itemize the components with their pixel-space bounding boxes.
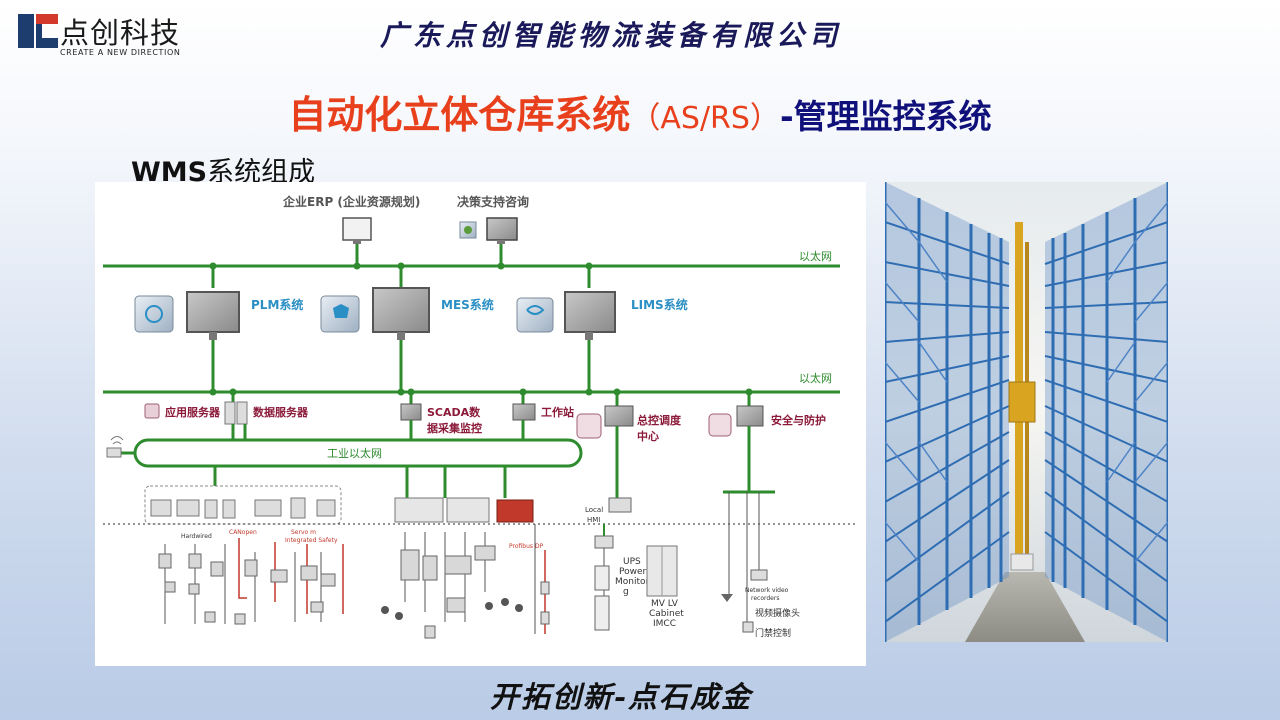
stacker-crane	[1008, 222, 1036, 571]
machine-controllers-box	[144, 485, 342, 525]
ups-label-4: g	[623, 587, 629, 597]
architecture-svg: 企业ERP (企业资源规划) 决策支持咨询 以太网 PLM系统	[103, 194, 855, 639]
field-wiring	[164, 524, 536, 634]
mes-label: MES系统	[441, 297, 494, 312]
warehouse-aisle-illustration	[883, 182, 1170, 642]
profibus-segment: Profibus DP	[509, 543, 550, 634]
aisle-floor	[965, 572, 1085, 642]
logo-mark-icon	[18, 14, 58, 48]
wireless-ap-icon	[106, 436, 124, 458]
company-logo: 点创科技 CREATE A NEW DIRECTION	[18, 10, 208, 60]
ethernet-label-middle: 以太网	[799, 372, 832, 385]
plm-cube-icon	[134, 295, 174, 333]
workstation-node: 工作站	[512, 403, 574, 421]
local-hmi-label-2: HMI	[587, 516, 600, 524]
mvlv-label-2: Cabinet	[649, 609, 684, 619]
server-rack-icon	[224, 401, 236, 425]
canopen-label: CANopen	[229, 529, 257, 536]
nvr-label-2: recorders	[751, 595, 779, 602]
dispatch-monitor-icon	[604, 405, 634, 427]
ups-label-2: Power	[619, 567, 647, 577]
erp-label: 企业ERP (企业资源规划)	[282, 194, 420, 209]
scada-monitor-icon	[400, 403, 422, 421]
lims-monitor-icon	[564, 291, 616, 333]
logo-chinese-text: 点创科技	[60, 16, 181, 50]
app-server-cube-icon	[144, 403, 160, 419]
workstation-label: 工作站	[541, 405, 574, 419]
ups-monitoring: UPS Power Monitorin g	[615, 557, 657, 597]
controller-devices	[150, 497, 336, 519]
title-abbr: （AS/RS）	[630, 101, 780, 136]
dispatch-label-2: 中心	[637, 429, 659, 443]
ethernet-top-line	[103, 244, 840, 288]
lims-label: LIMS系统	[631, 297, 688, 312]
workstation-monitor-icon	[512, 403, 536, 421]
instrumentation-icons	[381, 598, 523, 620]
dispatch-label-1: 总控调度	[637, 413, 682, 427]
data-server-node: 数据服务器	[224, 401, 309, 425]
plm-system-node: PLM系统	[134, 291, 303, 340]
industrial-ethernet-label: 工业以太网	[327, 447, 382, 460]
security-cube-icon	[708, 413, 732, 437]
scada-label-2: 据采集监控	[427, 421, 482, 435]
lims-system-node: LIMS系统	[516, 291, 688, 340]
profibus-label: Profibus DP	[509, 543, 544, 550]
ups-label-1: UPS	[623, 557, 641, 567]
title-sub: -管理监控系统	[779, 97, 992, 136]
security-monitor-icon	[736, 405, 764, 427]
ethernet-top-nodes	[209, 262, 593, 270]
servo-label: Servo m	[291, 529, 316, 536]
scada-node: SCADA数 据采集监控	[400, 403, 482, 435]
plm-monitor-icon	[186, 291, 240, 333]
field-devices	[158, 545, 496, 639]
company-name: 广东点创智能物流装备有限公司	[380, 19, 843, 52]
integrated-safety-label: Integrated Safety	[285, 537, 338, 544]
nvr-label-1: Network video	[745, 587, 789, 594]
wms-architecture-diagram: 企业ERP (企业资源规划) 决策支持咨询 以太网 PLM系统	[95, 182, 866, 666]
mes-monitor-icon	[372, 287, 430, 333]
access-control-label: 门禁控制	[755, 627, 791, 639]
security-node: 安全与防护	[708, 405, 826, 437]
slide-title: 自动化立体仓库系统（AS/RS）-管理监控系统	[0, 84, 1280, 139]
dispatch-node: 总控调度 中心	[576, 405, 682, 443]
ethernet-middle-line	[103, 340, 840, 406]
mvlv-label-1: MV LV	[651, 599, 679, 609]
camera-icon	[721, 594, 733, 602]
camera-label: 视频摄像头	[755, 607, 800, 619]
access-control-icon	[742, 621, 754, 633]
hardwired-label: Hardwired	[181, 533, 212, 540]
security-wiring	[728, 492, 760, 626]
warehouse-photo	[883, 182, 1170, 642]
decision-label: 决策支持咨询	[457, 194, 529, 209]
right-racking	[1044, 182, 1170, 642]
scada-label-1: SCADA数	[427, 405, 481, 419]
plc-racks	[394, 497, 534, 523]
app-server-node: 应用服务器	[144, 403, 221, 419]
decision-monitor-icon	[459, 217, 518, 244]
erp-monitor-icon	[342, 217, 372, 244]
ethernet-label-top: 以太网	[799, 250, 832, 263]
nvr-icon	[750, 569, 768, 581]
industrial-ethernet-ring	[121, 420, 583, 468]
footer-slogan: 开拓创新-点石成金	[490, 680, 753, 714]
local-hmi-devices	[594, 497, 632, 631]
data-server-label: 数据服务器	[253, 405, 309, 419]
mes-system-node: MES系统	[320, 287, 494, 340]
app-server-label: 应用服务器	[165, 405, 221, 419]
mvlv-cabinet: MV LV Cabinet IMCC	[646, 545, 684, 629]
industrial-drops	[213, 426, 775, 498]
local-hmi-label-1: Local	[585, 506, 603, 514]
mvlv-label-3: IMCC	[653, 619, 676, 629]
ups-label-3: Monitorin	[615, 577, 657, 587]
logo-english-text: CREATE A NEW DIRECTION	[60, 48, 181, 57]
dispatch-cube-icon	[576, 413, 602, 439]
left-racking	[883, 182, 1010, 642]
title-main: 自动化立体仓库系统	[288, 93, 631, 137]
plm-label: PLM系统	[251, 297, 303, 312]
security-label: 安全与防护	[771, 413, 826, 427]
